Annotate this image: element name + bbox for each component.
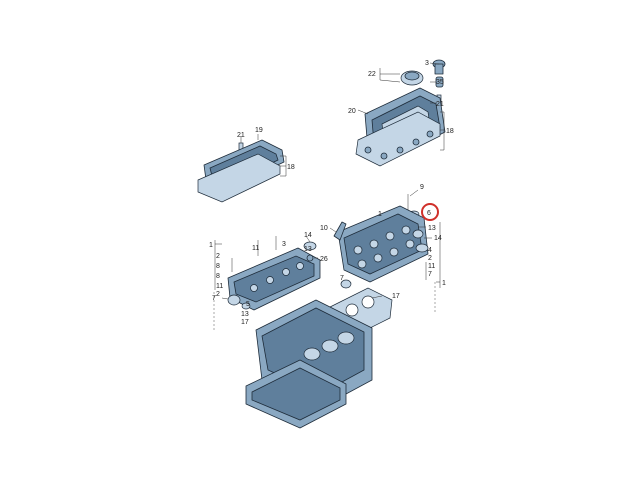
callout-1: 1 xyxy=(378,211,382,218)
oil-pan xyxy=(245,359,347,429)
callout-10: 10 xyxy=(320,225,328,232)
callout-7: 7 xyxy=(340,275,344,282)
callout-3: 3 xyxy=(282,241,286,248)
callout-35: 35 xyxy=(436,79,444,86)
callout-14: 14 xyxy=(304,232,312,239)
callout-9: 9 xyxy=(420,184,424,191)
cylinder-head-right xyxy=(337,205,429,283)
callout-8: 8 xyxy=(216,273,220,280)
callout-20: 20 xyxy=(348,108,356,115)
callout-22: 22 xyxy=(368,71,376,78)
head-seal-14-right xyxy=(415,243,429,253)
callout-14: 14 xyxy=(434,235,442,242)
callout-11: 11 xyxy=(216,283,223,290)
callout-17: 17 xyxy=(241,319,249,326)
callout-18: 18 xyxy=(446,128,454,135)
seal-7-left xyxy=(227,294,241,306)
callout-7: 7 xyxy=(212,295,216,302)
cylinder-head-left xyxy=(227,247,321,311)
coolant-pipe-10 xyxy=(333,221,347,241)
plug-26 xyxy=(306,254,314,262)
callout-11: 11 xyxy=(252,245,259,252)
head-seal-13-right xyxy=(412,229,424,239)
callout-2: 2 xyxy=(428,255,432,262)
plug-13-left xyxy=(241,302,251,310)
callout-18: 18 xyxy=(287,164,295,171)
callout-labels: 22 3 35 21 20 18 19 21 18 9 6 13 14 10 1… xyxy=(209,60,454,326)
callout-26: 26 xyxy=(320,256,328,263)
callout-13: 13 xyxy=(241,311,249,318)
callout-7: 7 xyxy=(428,271,432,278)
plug-17-right xyxy=(340,279,352,289)
highlight-ring-part-6 xyxy=(421,203,439,221)
callout-19: 19 xyxy=(255,127,263,134)
cap-part-3 xyxy=(432,59,446,75)
callout-11: 11 xyxy=(428,263,435,270)
oil-filler-cap xyxy=(400,70,424,86)
callout-17: 17 xyxy=(392,293,400,300)
callout-5: 5 xyxy=(246,301,250,308)
valve-cover-gasket-left xyxy=(197,153,281,203)
bolts-left-head xyxy=(231,236,277,272)
callout-21: 21 xyxy=(436,101,444,108)
callout-13: 13 xyxy=(304,246,312,253)
callout-3: 3 xyxy=(425,60,429,67)
callout-8: 8 xyxy=(216,263,220,270)
callout-6: 6 xyxy=(427,210,431,217)
callout-1: 1 xyxy=(209,242,213,249)
callout-13: 13 xyxy=(428,225,436,232)
callout-2: 2 xyxy=(216,253,220,260)
callout-21: 21 xyxy=(237,132,245,139)
callout-4: 4 xyxy=(428,247,432,254)
callout-2: 2 xyxy=(216,291,220,298)
callout-1: 1 xyxy=(442,280,446,287)
leader-lines xyxy=(213,62,445,330)
valve-cover-gasket-right xyxy=(355,111,441,167)
